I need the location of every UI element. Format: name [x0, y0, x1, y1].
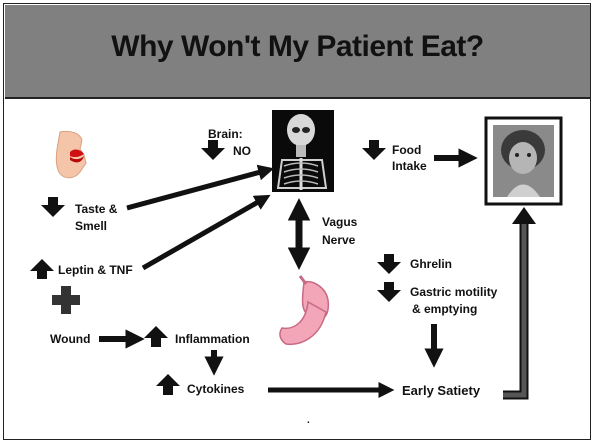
arrow-leptin-to-brain — [143, 198, 265, 268]
brain-no-label: NO — [233, 143, 251, 159]
smell-label: Smell — [75, 218, 107, 234]
up-arrow-icon — [144, 326, 168, 347]
leptin-tnf-label: Leptin & TNF — [58, 262, 133, 278]
up-arrow-icon — [30, 259, 54, 279]
arrow-taste-to-brain — [127, 170, 268, 208]
skeleton-icon — [272, 110, 334, 192]
gastric-label: Gastric motility — [410, 284, 497, 300]
patient-photo-icon — [486, 118, 561, 204]
brain-label: Brain: — [208, 126, 243, 142]
early-satiety-label: Early Satiety — [402, 383, 480, 399]
wound-label: Wound — [50, 331, 90, 347]
taste-label: Taste & — [75, 201, 117, 217]
food-intake-label: Intake — [392, 158, 427, 174]
food-label: Food — [392, 142, 421, 158]
lips-icon — [56, 131, 86, 177]
down-arrow-icon — [377, 282, 401, 302]
plus-icon — [52, 286, 80, 314]
ghrelin-label: Ghrelin — [410, 256, 452, 272]
down-arrow-icon — [201, 140, 225, 160]
down-arrow-icon — [362, 140, 386, 160]
down-arrow-icon — [41, 197, 65, 217]
up-arrow-icon — [156, 374, 180, 395]
inflammation-label: Inflammation — [175, 331, 250, 347]
nerve-label: Nerve — [322, 232, 355, 248]
emptying-label: & emptying — [412, 301, 477, 317]
vagus-label: Vagus — [322, 214, 357, 230]
footer-mark: . — [307, 413, 310, 429]
stomach-icon — [280, 276, 328, 344]
arrow-satiety-to-patient — [503, 207, 536, 395]
cytokines-label: Cytokines — [187, 381, 244, 397]
down-arrow-icon — [377, 254, 401, 274]
